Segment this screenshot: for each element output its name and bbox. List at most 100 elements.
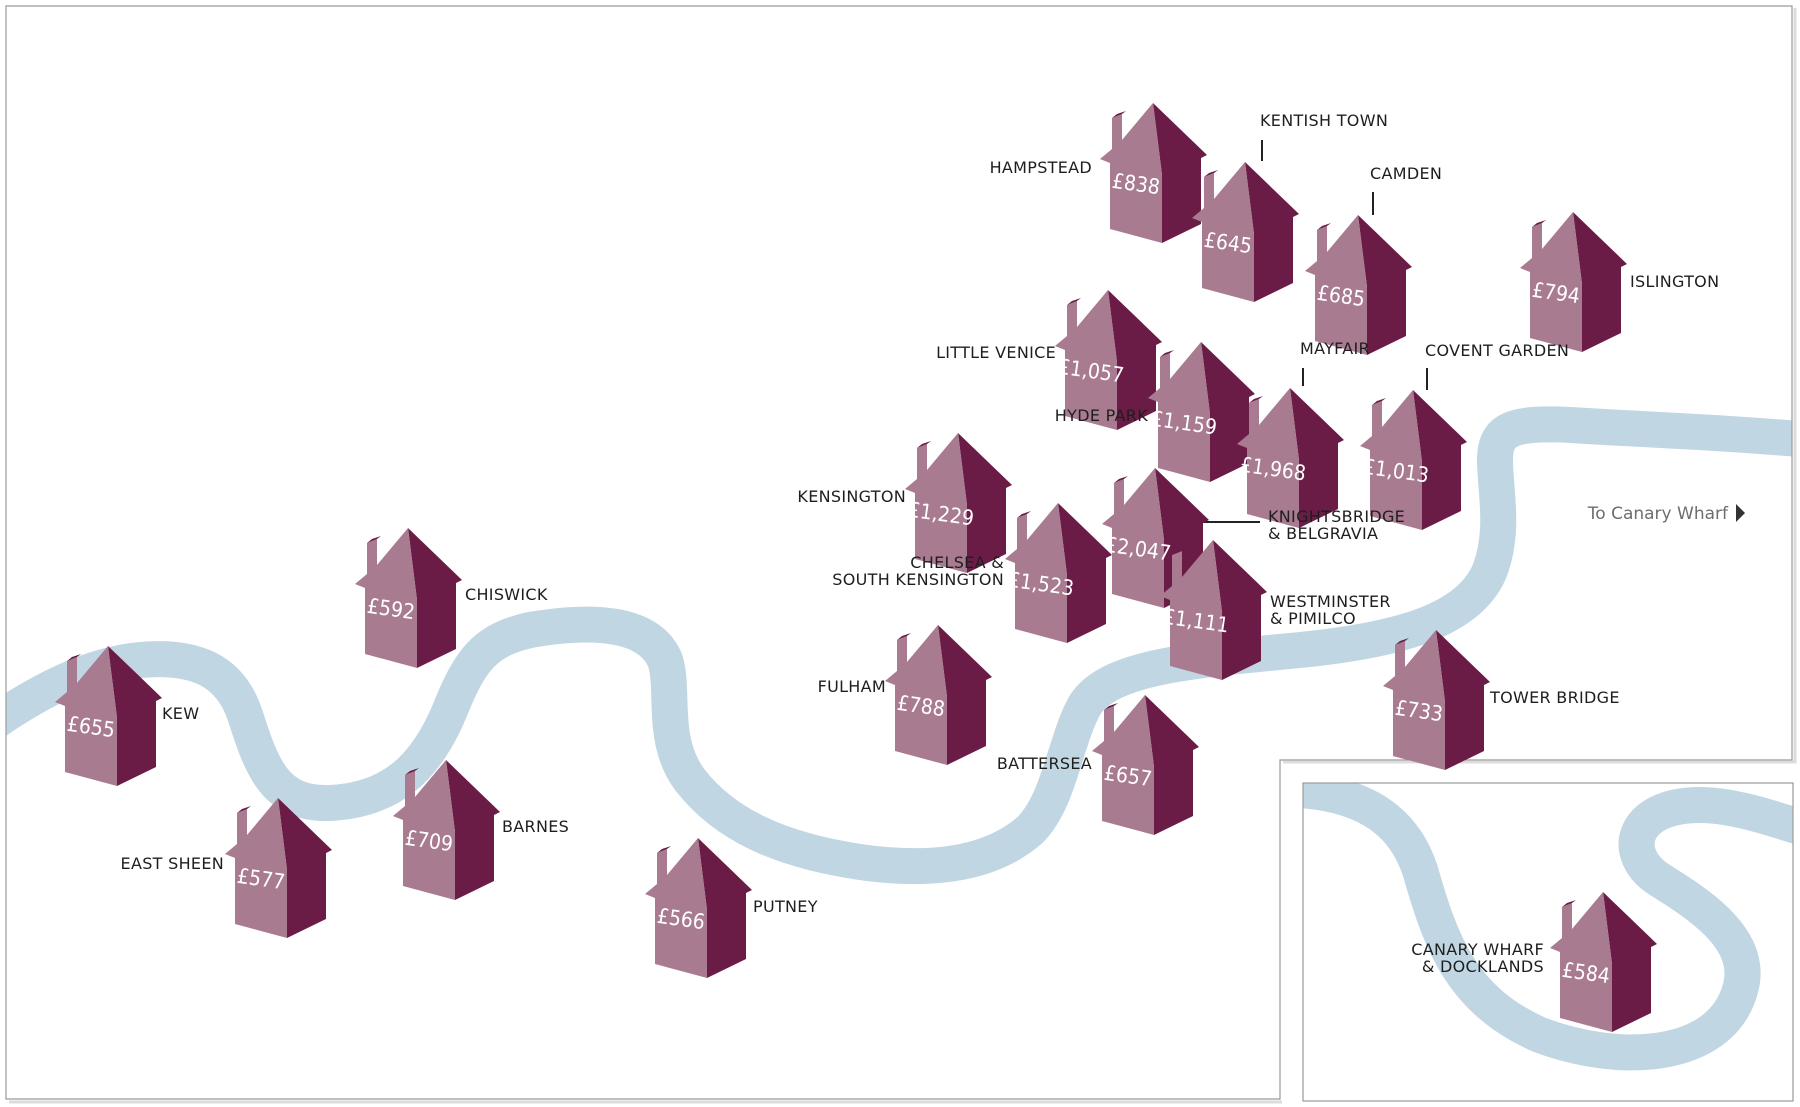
area-label-knightsbridge: KNIGHTSBRIDGE& BELGRAVIA <box>1268 507 1405 543</box>
house-islington: £794 <box>1520 212 1627 352</box>
house-tower-bridge: £733 <box>1383 630 1490 770</box>
area-label-line: FULHAM <box>818 677 886 696</box>
inset-map-area <box>1303 783 1793 1071</box>
chimney <box>1249 396 1263 403</box>
area-label-line: KENSINGTON <box>797 487 906 506</box>
chimney <box>1372 398 1386 405</box>
house-front <box>225 798 287 938</box>
house-battersea: £657 <box>1092 695 1199 835</box>
house-side <box>1358 215 1412 355</box>
house-front <box>393 760 455 900</box>
house-hampstead: £838 <box>1100 103 1207 243</box>
house-side <box>938 625 992 765</box>
house-side <box>1108 290 1162 430</box>
house-front <box>645 838 707 978</box>
chimney <box>1114 476 1128 483</box>
area-label-line: CAMDEN <box>1370 164 1442 183</box>
chimney <box>405 768 419 775</box>
area-label-little-venice: LITTLE VENICE <box>936 343 1056 362</box>
chimney <box>1104 703 1118 710</box>
area-label-line: EAST SHEEN <box>121 854 224 873</box>
area-label-chiswick: CHISWICK <box>465 585 548 604</box>
house-camden: £685 <box>1305 215 1412 355</box>
area-label-line: MAYFAIR <box>1300 339 1370 358</box>
chimney <box>1317 223 1331 230</box>
area-label-tower-bridge: TOWER BRIDGE <box>1489 688 1620 707</box>
area-label-line: ISLINGTON <box>1630 272 1719 291</box>
house-kensington: £1,229 <box>905 433 1012 573</box>
house-little-venice: £1,057 <box>1055 290 1162 430</box>
house-side <box>958 433 1012 573</box>
area-label-islington: ISLINGTON <box>1630 272 1719 291</box>
house-side <box>1290 388 1344 528</box>
house-front <box>1550 892 1612 1032</box>
house-side <box>1573 212 1627 352</box>
area-label-kew: KEW <box>162 704 199 723</box>
area-label-line: BARNES <box>502 817 569 836</box>
house-front <box>1160 540 1222 680</box>
house-front <box>1192 162 1254 302</box>
leader-lines <box>1195 140 1428 523</box>
house-fulham: £788 <box>885 625 992 765</box>
house-front <box>1383 630 1445 770</box>
house-front <box>1520 212 1582 352</box>
area-label-barnes: BARNES <box>502 817 569 836</box>
chimney <box>1532 220 1546 227</box>
house-front <box>1305 215 1367 355</box>
river-thames <box>6 406 1792 885</box>
area-label-line: COVENT GARDEN <box>1425 341 1569 360</box>
chimney <box>1067 298 1081 305</box>
chimney <box>1172 548 1186 555</box>
area-label-line: CANARY WHARF <box>1411 940 1544 959</box>
house-east-sheen: £577 <box>225 798 332 938</box>
area-label-chelsea: CHELSEA &SOUTH KENSINGTON <box>832 553 1004 589</box>
house-front <box>1148 342 1210 482</box>
chimney <box>1204 170 1218 177</box>
area-label-line: WESTMINSTER <box>1270 592 1391 611</box>
area-label-hyde-park: HYDE PARK <box>1055 406 1148 425</box>
area-label-line: KEW <box>162 704 199 723</box>
map-frame <box>5 5 1793 1100</box>
area-label-mayfair: MAYFAIR <box>1300 339 1370 358</box>
house-westminster: £1,111 <box>1160 540 1267 680</box>
chimney <box>917 441 931 448</box>
triangle-right-icon <box>1736 504 1745 522</box>
area-label-line: & PIMILCO <box>1270 609 1356 628</box>
chimney <box>1395 638 1409 645</box>
area-label-line: TOWER BRIDGE <box>1489 688 1620 707</box>
house-front <box>885 625 947 765</box>
house-side <box>1153 103 1207 243</box>
house-front <box>905 433 967 573</box>
area-label-line: PUTNEY <box>753 897 818 916</box>
house-side <box>1058 503 1112 643</box>
house-side <box>408 528 462 668</box>
house-side <box>1245 162 1299 302</box>
area-label-kentish-town: KENTISH TOWN <box>1260 111 1388 130</box>
area-label-east-sheen: EAST SHEEN <box>121 854 224 873</box>
house-side <box>278 798 332 938</box>
chimney <box>1160 350 1174 357</box>
house-covent-garden: £1,013 <box>1360 390 1467 530</box>
chimney <box>1112 111 1126 118</box>
house-mayfair: £1,968 <box>1237 388 1344 528</box>
house-side <box>1413 390 1467 530</box>
house-front <box>55 646 117 786</box>
chimney <box>237 806 251 813</box>
house-putney: £566 <box>645 838 752 978</box>
house-hyde-park: £1,159 <box>1148 342 1255 482</box>
area-label-line: HYDE PARK <box>1055 406 1148 425</box>
area-label-line: KENTISH TOWN <box>1260 111 1388 130</box>
direction-label: To Canary Wharf <box>1587 504 1729 524</box>
house-side <box>1145 695 1199 835</box>
area-label-fulham: FULHAM <box>818 677 886 696</box>
area-label-covent-garden: COVENT GARDEN <box>1425 341 1569 360</box>
chimney <box>1017 511 1031 518</box>
area-label-kensington: KENSINGTON <box>797 487 906 506</box>
chimney <box>1562 900 1576 907</box>
river-thames-inset <box>1303 783 1793 1071</box>
house-kentish-town: £645 <box>1192 162 1299 302</box>
house-side <box>1201 342 1255 482</box>
house-side <box>108 646 162 786</box>
